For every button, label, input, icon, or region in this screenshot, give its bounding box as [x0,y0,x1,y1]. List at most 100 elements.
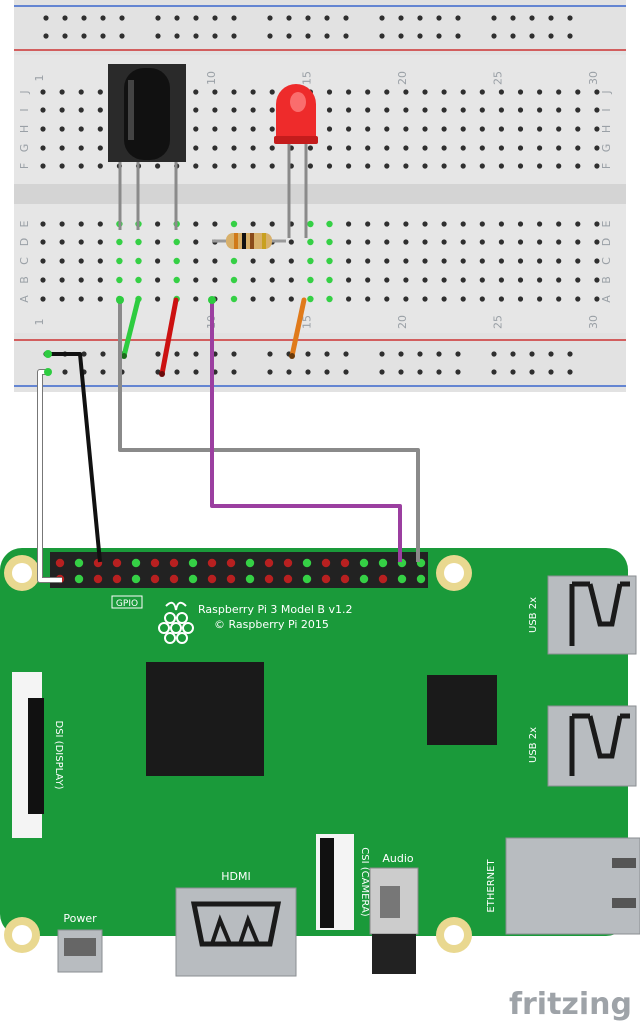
connection-wires [37,296,420,583]
breadboard-hole [365,221,371,227]
gpio-pin [397,574,407,584]
breadboard-hole [212,107,218,113]
breadboard-hole [155,33,161,39]
breadboard-hole [384,145,390,151]
connected-hole [116,276,123,284]
breadboard-hole [455,15,461,21]
breadboard-hole [537,107,543,113]
gpio-pin [359,574,369,584]
breadboard-hole [250,145,256,151]
breadboard-hole [155,296,161,302]
breadboard-hole [510,351,516,357]
raspberry-logo-icon [158,601,194,644]
gpio-pin [207,574,217,584]
gpio-pin [188,574,198,584]
gpio-pin [188,558,198,568]
breadboard-hole [97,239,103,245]
breadboard-hole [403,163,409,169]
gpio-pin [169,574,179,584]
breadboard-hole [97,145,103,151]
row-letter: F [18,163,31,169]
connected-hole [326,276,333,284]
breadboard-hole [460,296,466,302]
breadboard-hole [441,296,447,302]
breadboard-hole [326,163,333,169]
breadboard-hole [40,145,46,151]
breadboard-hole [479,221,485,227]
breadboard-hole [441,145,447,151]
breadboard-hole [326,145,333,151]
breadboard-hole [62,15,68,21]
breadboard-hole [193,126,199,132]
connected-hole [326,238,333,246]
usb-port-1: USB 2x [528,575,637,655]
breadboard-hole [556,126,562,132]
breadboard-hole [212,145,218,151]
breadboard-hole [517,163,524,169]
breadboard-hole [326,107,333,113]
breadboard-hole [556,89,562,95]
breadboard-hole [269,258,275,264]
breadboard-hole [422,296,428,302]
gpio-pin [283,574,293,584]
breadboard-hole [269,296,275,302]
breadboard-hole [594,126,600,132]
row-letter: J [600,90,613,94]
breadboard-hole [498,89,504,95]
breadboard-hole [59,239,65,245]
breadboard-hole [286,369,292,375]
breadboard-hole [212,89,218,95]
breadboard-hole [594,221,600,227]
breadboard-hole [305,33,311,39]
breadboard-hole [556,277,562,283]
breadboard-hole [567,369,573,375]
gpio-pin [321,558,331,568]
breadboard-hole [556,258,562,264]
breadboard-hole [346,107,352,113]
breadboard-hole [269,277,275,283]
connected-hole [230,220,238,228]
breadboard-hole [460,221,466,227]
row-letter: I [18,108,31,111]
breadboard-hole [119,15,125,21]
breadboard-hole [460,258,466,264]
breadboard-hole [193,145,199,151]
breadboard-hole [403,107,409,113]
breadboard-hole [59,89,65,95]
breadboard-hole [288,277,294,283]
gpio-pin [131,574,141,584]
breadboard-hole [324,351,330,357]
breadboard-hole [384,107,390,113]
breadboard-hole [40,89,46,95]
breadboard-hole [479,258,485,264]
breadboard-hole [212,126,218,132]
breadboard-hole [346,126,352,132]
gpio-pin [207,558,217,568]
breadboard-hole [422,277,428,283]
breadboard-hole [155,15,161,21]
breadboard-hole [529,351,535,357]
gpio-pin [169,558,179,568]
breadboard-hole [460,126,466,132]
breadboard-hole [575,296,581,302]
gpio-pin [378,558,388,568]
breadboard-hole [343,15,349,21]
breadboard-hole [537,89,543,95]
breadboard-hole [62,33,68,39]
breadboard-hole [307,145,313,151]
column-number: 30 [587,315,600,329]
breadboard-hole [529,15,535,21]
row-letter: A [600,295,613,303]
breadboard-hole [403,89,409,95]
breadboard-hole [250,107,256,113]
breadboard-hole [365,296,371,302]
breadboard-hole [286,15,292,21]
resistor [212,233,286,249]
breadboard-hole [460,145,466,151]
breadboard-hole [231,163,237,169]
row-letter: I [600,108,613,111]
breadboard-hole [594,145,600,151]
breadboard-hole [517,145,524,151]
row-letter: H [600,125,613,133]
breadboard-hole [567,33,573,39]
